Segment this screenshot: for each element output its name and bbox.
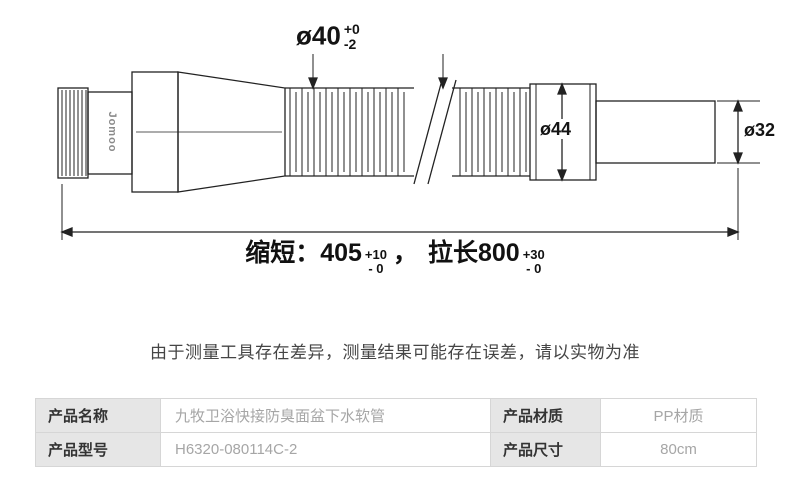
spec-value-material: PP材质	[600, 398, 757, 433]
length-shortened-tol-bottom: - 0	[368, 261, 384, 277]
product-spec-table: 产品名称 九牧卫浴快接防臭面盆下水软管 产品材质 PP材质 产品型号 H6320…	[35, 398, 757, 467]
brand-text: Jomoo	[106, 111, 118, 153]
spec-label-model: 产品型号	[35, 432, 161, 467]
length-extended: 拉长800	[428, 239, 520, 267]
dimension-label-nut-diameter: ø44	[538, 119, 574, 139]
corrugated-section	[285, 87, 530, 177]
dimension-label-pipe-diameter: ø32	[744, 120, 776, 140]
hose-technical-drawing	[57, 54, 760, 240]
length-separator: ，	[392, 239, 418, 267]
dim-hose-tol-top: +0	[343, 21, 360, 37]
ribbed-end-cap	[57, 87, 89, 179]
length-extended-tol-bottom: - 0	[526, 261, 542, 277]
dimension-label-hose-diameter: ø40+0-2	[296, 20, 360, 53]
dim-hose-value: ø40	[296, 20, 341, 51]
dim-hose-tol-bottom: -2	[343, 36, 357, 53]
dimension-line-hose	[308, 54, 448, 90]
length-shortened-tol-top: +10	[364, 247, 387, 262]
dimension-line-pipe	[717, 99, 760, 165]
break-symbol	[413, 79, 457, 185]
table-row-model-size: 产品型号 H6320-080114C-2 产品尺寸 80cm	[35, 432, 757, 467]
spec-label-size: 产品尺寸	[490, 432, 601, 467]
length-range-note: 缩短：405+10- 0，拉长800+30- 0	[0, 238, 790, 277]
length-extended-tol-top: +30	[522, 247, 545, 262]
spec-label-product-name: 产品名称	[35, 398, 161, 433]
length-shortened: 缩短：405	[245, 239, 362, 267]
dimension-line-overall-length	[60, 168, 740, 240]
spec-value-model: H6320-080114C-2	[160, 432, 491, 467]
table-row-name-material: 产品名称 九牧卫浴快接防臭面盆下水软管 产品材质 PP材质	[35, 398, 757, 433]
spec-value-size: 80cm	[600, 432, 757, 467]
spec-value-product-name: 九牧卫浴快接防臭面盆下水软管	[160, 398, 491, 433]
hose-body	[131, 71, 286, 193]
spec-label-material: 产品材质	[490, 398, 601, 433]
outlet-pipe	[595, 100, 716, 164]
measurement-disclaimer: 由于测量工具存在差异，测量结果可能存在误差，请以实物为准	[150, 343, 640, 362]
